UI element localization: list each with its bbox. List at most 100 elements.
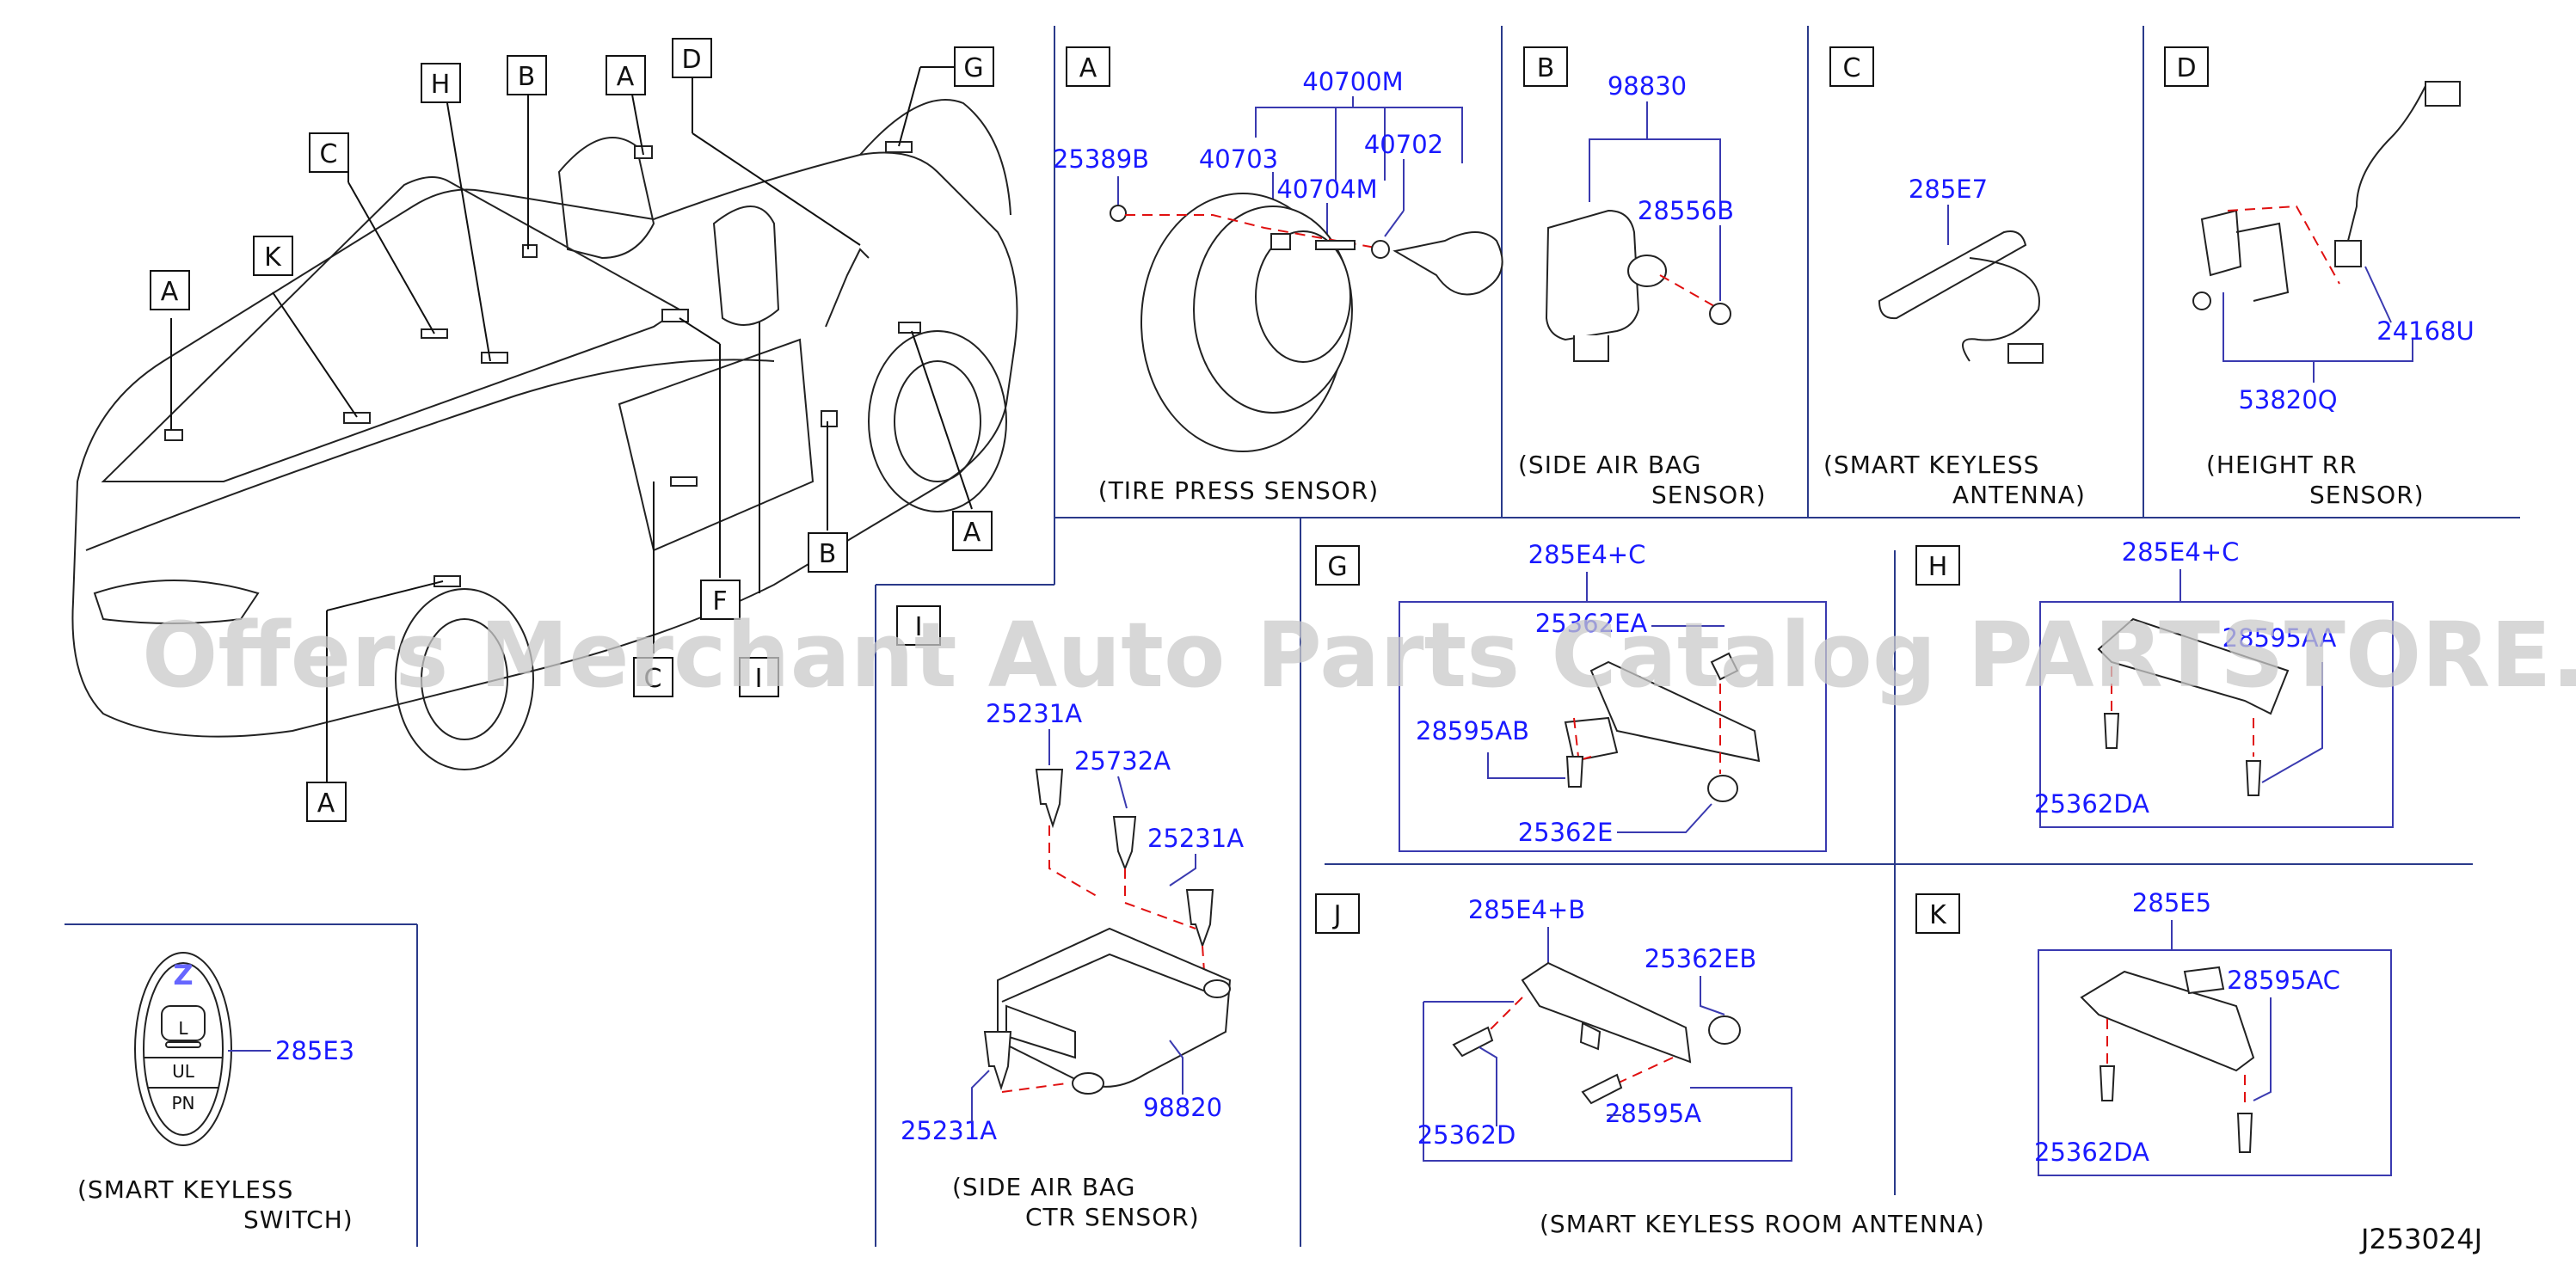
panel-g-letter: G [1327, 552, 1347, 582]
part-28595AB: 28595AB [1416, 716, 1529, 745]
callout-a-left: A [161, 277, 179, 307]
height-sensor-cable [2347, 85, 2426, 242]
callout-a-bottom: A [317, 788, 335, 819]
watermark-text: Offers Merchant Auto Parts Catalog PARTS… [142, 603, 2576, 708]
part-53820Q: 53820Q [2238, 385, 2337, 414]
callout-d: D [681, 45, 701, 75]
valve-core-icon [1270, 233, 1291, 250]
panel-c-caption-1: (SMART KEYLESS [1823, 451, 2039, 479]
panel-i-caption-2: CTR SENSOR) [1025, 1203, 1200, 1231]
lock-button-label: L [178, 1018, 188, 1039]
part-28595AC: 28595AC [2227, 966, 2340, 995]
callout-c-top: C [320, 139, 338, 169]
screw-icon [2236, 1113, 2253, 1153]
part-25362DA-h: 25362DA [2034, 789, 2149, 819]
panel-c-keyless-antenna: C 285E7 (SMART KEYLESS ANTENNA) [1823, 46, 2085, 509]
valve-cap-icon [1371, 240, 1390, 259]
part-98830: 98830 [1608, 71, 1687, 101]
part-28595A: 28595A [1605, 1099, 1701, 1128]
antenna-g-clip-icon [1710, 652, 1739, 681]
car-seat-left [557, 137, 655, 260]
wheel-inner [1255, 230, 1351, 363]
lock-button [161, 1005, 206, 1041]
screw-icon [2099, 1065, 2116, 1101]
part-25362E: 25362E [1518, 818, 1614, 847]
panel-k-room-antenna: K 285E5 28595AC 25362DA [1915, 888, 2392, 1176]
car-front-wheel [395, 588, 534, 770]
part-24168U: 24168U [2376, 316, 2474, 346]
part-285E4C-g: 285E4+C [1528, 540, 1646, 569]
bolt-icon [1112, 816, 1137, 871]
car-hood [85, 359, 775, 551]
part-25389B: 25389B [1053, 144, 1149, 174]
antenna-h-body [2097, 617, 2290, 715]
grommet-icon [1708, 1015, 1741, 1045]
sensor-mark [670, 476, 698, 487]
car-door [618, 338, 815, 552]
sensor-mark [433, 575, 461, 587]
height-sensor-body [2200, 209, 2242, 277]
panel-j-letter: J [1332, 900, 1342, 930]
part-28595AA: 28595AA [2222, 623, 2337, 653]
height-sensor-plug-icon [2425, 81, 2461, 107]
grommet-icon [1707, 775, 1738, 802]
part-25231A-right: 25231A [1147, 824, 1244, 853]
panel-a-caption: (TIRE PRESS SENSOR) [1098, 476, 1379, 505]
airbag-ctr-module-body [997, 927, 1232, 1088]
height-sensor-link [2235, 222, 2290, 302]
car-rear-wheel-hub [894, 360, 981, 482]
screw-icon [2245, 760, 2262, 796]
z-logo-icon: Z [173, 959, 193, 991]
panel-b-side-airbag-sensor: B 98830 28556B (SIDE AIR BAG SENSOR) [1518, 46, 1766, 509]
antenna-connector-icon [2007, 343, 2044, 364]
part-25362D: 25362D [1417, 1120, 1516, 1150]
sensor-mark [898, 322, 921, 334]
antenna-k-connector-icon [2183, 966, 2225, 995]
part-25362EA: 25362EA [1535, 609, 1648, 638]
panel-c-letter: C [1843, 53, 1861, 83]
antenna-j-body [1521, 961, 1692, 1064]
screw-icon [1581, 1073, 1623, 1105]
callout-g: G [963, 53, 983, 83]
car-roofline [859, 99, 1011, 216]
height-sensor-bolt-icon [2192, 291, 2211, 310]
panel-k-letter: K [1929, 900, 1947, 930]
panel-b-caption-1: (SIDE AIR BAG [1518, 451, 1701, 479]
part-285E7: 285E7 [1909, 175, 1988, 204]
antenna-body-icon [1878, 230, 2027, 320]
part-285E5: 285E5 [2132, 888, 2211, 917]
part-25231A-top: 25231A [986, 699, 1082, 728]
panel-smart-keyless-switch: Z L UL PN 285E3 (SMART KEYLESS SWITCH) [77, 952, 354, 1234]
panel-i-letter: I [915, 612, 923, 642]
sensor-mark [661, 309, 689, 322]
diagram-code: J253024J [2359, 1223, 2482, 1255]
part-25362EB: 25362EB [1645, 944, 1756, 973]
module-mount-icon [1072, 1072, 1104, 1095]
antenna-g-connector-icon [1564, 716, 1619, 763]
sensor-mark [821, 410, 838, 427]
panel-d-caption-1: (HEIGHT RR [2206, 451, 2358, 479]
callout-b-top: B [518, 62, 536, 92]
panel-g-room-antenna: G 285E4+C 25362EA 28595AB 25362E [1315, 540, 1827, 852]
car-overview: C H B A D G K A F B A A C I [71, 38, 1018, 822]
panel-a-letter: A [1079, 53, 1097, 83]
callout-c-bottom: C [644, 664, 662, 694]
sensor-mark [343, 412, 371, 424]
bolt-icon [983, 1031, 1012, 1091]
panel-b-letter: B [1537, 53, 1555, 83]
antenna-cable [1962, 257, 2040, 362]
room-antenna-caption: (SMART KEYLESS ROOM ANTENNA) [1540, 1210, 1985, 1238]
switch-caption-2: SWITCH) [243, 1205, 354, 1234]
module-mount-icon [1203, 979, 1231, 998]
sensor-mark [522, 244, 538, 258]
part-98820: 98820 [1143, 1093, 1222, 1122]
key-fob-inner [143, 962, 224, 1136]
antenna-g-body [1589, 660, 1761, 763]
panel-i-airbag-ctr-sensor: I 25231A 25732A 25231A 25231A 98820 (SID… [896, 605, 1244, 1231]
sensor-connector-icon [1627, 255, 1667, 287]
callout-a-right: A [963, 518, 981, 548]
panic-button-label: PN [171, 1093, 194, 1113]
switch-indicator [165, 1041, 201, 1048]
part-285E4C-h: 285E4+C [2122, 537, 2240, 567]
car-front-wheel-hub [421, 618, 508, 740]
